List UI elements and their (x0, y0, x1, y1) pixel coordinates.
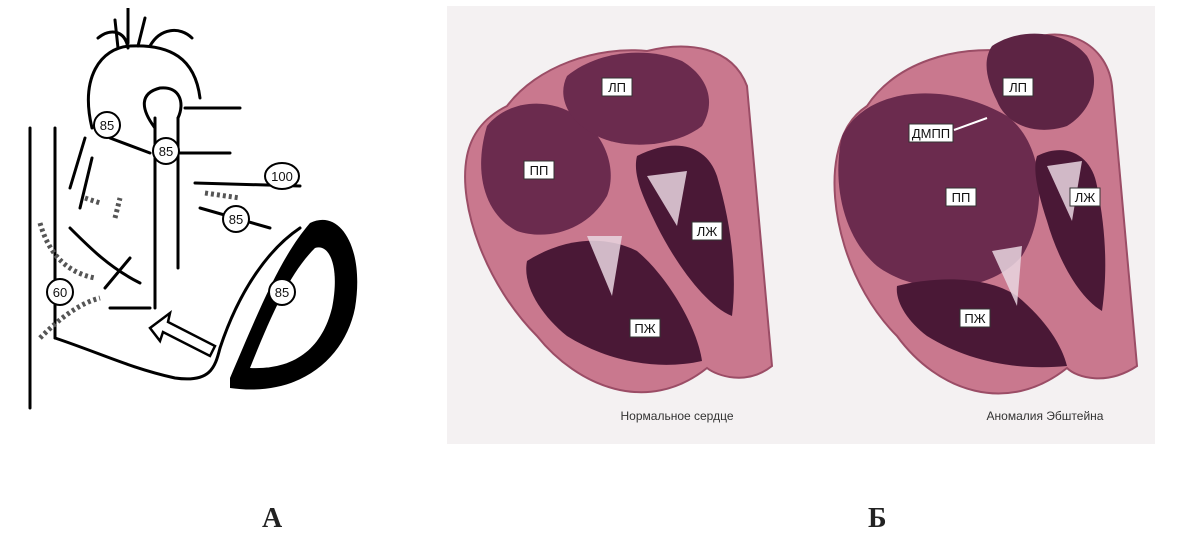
saturation-value: 85 (159, 144, 173, 159)
label-ra: ПП (952, 190, 971, 205)
saturation-value: 85 (275, 285, 289, 300)
ebstein-heart: ДМПП ЛП ПП ЛЖ ПЖ Аномалия Эбштейна (835, 34, 1138, 423)
saturation-value: 100 (271, 169, 293, 184)
flow-arrow (40, 223, 95, 278)
heart-circulation-schematic: 85 85 100 85 85 60 (10, 8, 375, 410)
hollow-flow-arrow (150, 313, 215, 356)
panel-b-illustration: ЛП ПП ЛЖ ПЖ Нормальное сердце ДМПП ЛП ПП (447, 6, 1155, 444)
saturation-value: 60 (53, 285, 67, 300)
caption-normal: Нормальное сердце (621, 409, 734, 423)
label-ra: ПП (530, 163, 549, 178)
saturation-value: 85 (229, 212, 243, 227)
figure-label-b: Б (868, 503, 887, 535)
label-asd: ДМПП (912, 126, 950, 141)
label-la: ЛП (608, 80, 626, 95)
normal-heart: ЛП ПП ЛЖ ПЖ Нормальное сердце (465, 47, 772, 423)
aortic-branches (115, 8, 145, 48)
label-rv: ПЖ (634, 321, 655, 336)
label-lv: ЛЖ (1075, 190, 1096, 205)
heart-comparison: ЛП ПП ЛЖ ПЖ Нормальное сердце ДМПП ЛП ПП (447, 6, 1155, 444)
label-rv: ПЖ (964, 311, 985, 326)
saturation-value: 85 (100, 118, 114, 133)
figure-label-a: А (262, 503, 282, 535)
label-lv: ЛЖ (697, 224, 718, 239)
label-la: ЛП (1009, 80, 1027, 95)
panel-a-schematic: 85 85 100 85 85 60 (10, 8, 375, 410)
caption-ebstein: Аномалия Эбштейна (987, 409, 1104, 423)
